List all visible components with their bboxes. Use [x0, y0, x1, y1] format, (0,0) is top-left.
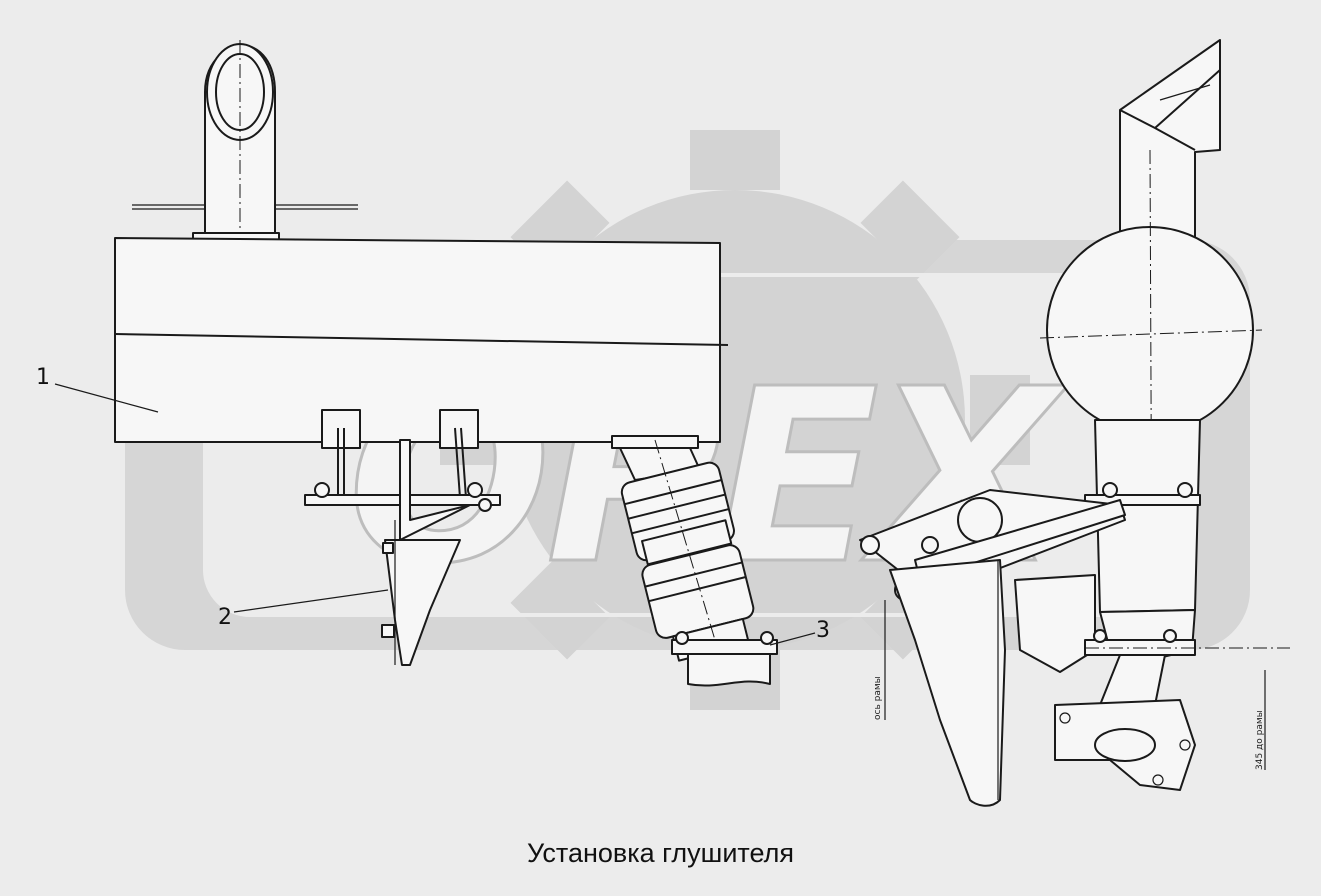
drawing-caption: Установка глушителя — [527, 838, 794, 868]
callout-2: 2 — [218, 589, 389, 630]
callout-1-label: 1 — [36, 365, 50, 390]
callout-1: 1 — [36, 365, 159, 413]
muffler-side-view — [859, 39, 1290, 807]
frame-axis-note: ось рамы — [873, 676, 883, 720]
callout-3-label: 3 — [816, 618, 830, 643]
callout-3: 3 — [769, 618, 830, 646]
muffler-body — [114, 40, 729, 666]
callout-2-label: 2 — [218, 605, 232, 630]
flexible-pipe — [611, 435, 778, 687]
distance-note: 345 до рамы — [1255, 710, 1265, 770]
